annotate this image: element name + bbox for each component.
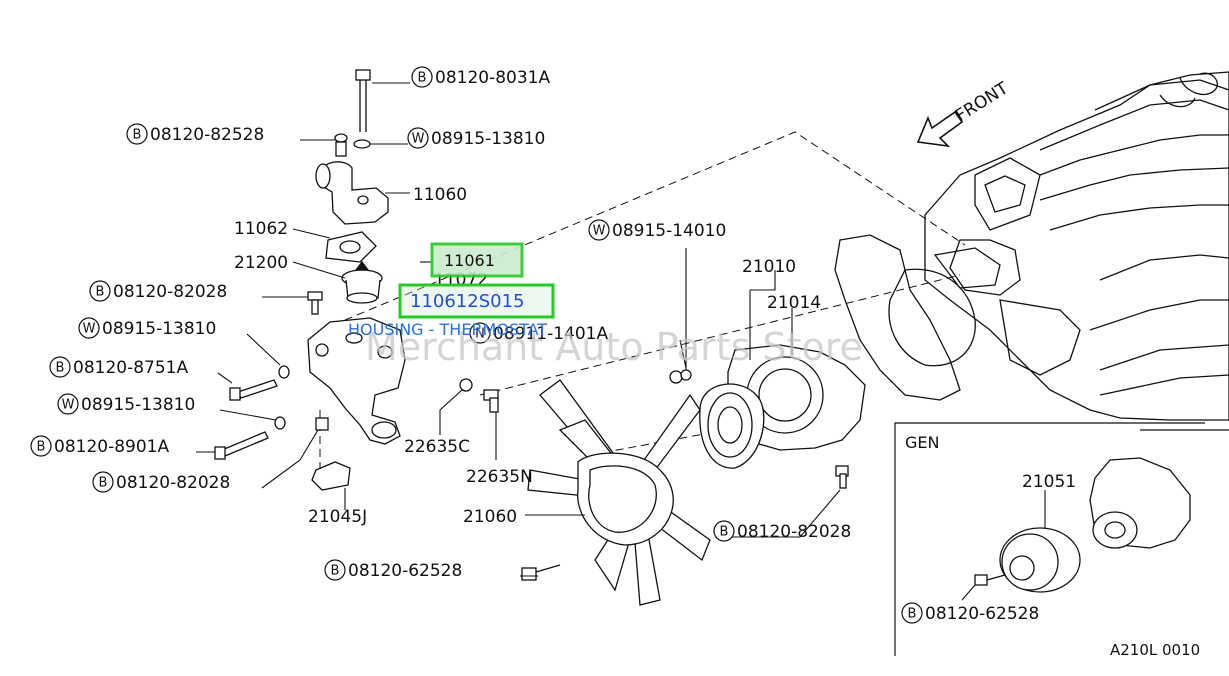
- watermark: Merchant Auto Parts Store: [365, 325, 863, 369]
- leader-lines: [196, 82, 1046, 601]
- fastener-prefix: W: [62, 398, 75, 413]
- fastener-label-3: B 08120-82028: [89, 280, 227, 302]
- part-label-21014: 21014: [767, 293, 821, 313]
- part-label-11060: 11060: [413, 185, 467, 205]
- hover-tooltip: HOUSING - THERMOSTAT: [348, 320, 547, 339]
- fastener-prefix: N: [475, 327, 485, 342]
- fastener-prefix-circle: [407, 127, 429, 149]
- fastener-prefix: W: [83, 322, 96, 337]
- part-label-22635c: 22635C: [404, 437, 470, 457]
- part-label-21045j: 21045J: [308, 507, 367, 527]
- fastener-prefix-circle: [411, 66, 433, 88]
- fastener-label-4: W 08915-13810: [78, 317, 216, 339]
- hotspot-110612s015-label: 110612S015: [410, 291, 525, 312]
- part-label-21010: 21010: [742, 257, 796, 277]
- engine-block-illustration: [834, 71, 1229, 431]
- fastener-prefix: B: [56, 361, 65, 376]
- part-label-21200: 21200: [234, 253, 288, 273]
- fastener-prefix-circle: [30, 435, 52, 457]
- fastener-label-9: B 08120-62528: [324, 559, 462, 581]
- inset-title: GEN: [905, 433, 939, 452]
- fastener-number: 08120-8031A: [435, 68, 550, 88]
- fastener-prefix-circle: [57, 393, 79, 415]
- fastener-label-11: N 08911-1401A: [469, 322, 608, 344]
- fastener-prefix: W: [593, 224, 606, 239]
- fastener-prefix: B: [418, 71, 427, 86]
- fastener-prefix-circle: [78, 317, 100, 339]
- inset-box: [894, 422, 1205, 656]
- fastener-prefix: B: [99, 476, 108, 491]
- figure-code: A210L 0010: [1110, 641, 1200, 659]
- fastener-prefix-circle: [92, 471, 114, 493]
- fastener-prefix-circle: [89, 280, 111, 302]
- fan-blade-illustration: [521, 379, 711, 606]
- fastener-number: 08120-82528: [150, 125, 264, 145]
- fastener-number: 08915-13810: [102, 319, 216, 339]
- fastener-prefix: B: [37, 440, 46, 455]
- fastener-number: 08120-8751A: [73, 358, 188, 378]
- front-arrow-icon: [916, 110, 964, 148]
- thermostat-housing-stack: [214, 69, 499, 491]
- fastener-prefix-circle: [713, 520, 735, 542]
- fastener-number: 08915-14010: [612, 221, 726, 241]
- fastener-prefix-circle: [901, 602, 923, 624]
- fastener-label-6: W 08915-13810: [57, 393, 195, 415]
- fastener-prefix-circle: [126, 123, 148, 145]
- fastener-number: 08911-1401A: [493, 324, 608, 344]
- fastener-prefix-circle: [49, 356, 71, 378]
- fastener-label-7: B 08120-8901A: [30, 435, 169, 457]
- front-direction-label: FRONT: [952, 78, 1012, 126]
- inset-pump-illustration: [974, 457, 1191, 593]
- fastener-prefix: B: [908, 607, 917, 622]
- fastener-prefix-circle: [469, 322, 491, 344]
- fastener-number: 08120-62528: [348, 561, 462, 581]
- hotspot-110612s015[interactable]: 110612S015: [398, 283, 555, 319]
- fastener-label-1: B 08120-82528: [126, 123, 264, 145]
- hotspot-11061[interactable]: 11061: [430, 242, 524, 278]
- fastener-prefix: B: [331, 564, 340, 579]
- fastener-prefix: B: [720, 525, 729, 540]
- fastener-number: 08120-82028: [113, 282, 227, 302]
- fastener-label-2: W 08915-13810: [407, 127, 545, 149]
- part-label-21051: 21051: [1022, 472, 1076, 492]
- fastener-number: 08120-62528: [925, 604, 1039, 624]
- fastener-label-13: B 08120-62528: [901, 602, 1039, 624]
- part-label-11062: 11062: [234, 219, 288, 239]
- fastener-number: 08120-82028: [737, 522, 851, 542]
- fastener-prefix: B: [96, 285, 105, 300]
- fastener-label-0: B 08120-8031A: [411, 66, 550, 88]
- part-label-21060: 21060: [463, 507, 517, 527]
- part-label-22635n: 22635N: [466, 467, 533, 487]
- fastener-number: 08915-13810: [431, 129, 545, 149]
- fastener-label-12: B 08120-82028: [713, 520, 851, 542]
- fastener-number: 08915-13810: [81, 395, 195, 415]
- fastener-number: 08120-82028: [116, 473, 230, 493]
- fastener-prefix: B: [133, 128, 142, 143]
- fastener-number: 08120-8901A: [54, 437, 169, 457]
- fastener-prefix-circle: [588, 219, 610, 241]
- fastener-label-5: B 08120-8751A: [49, 356, 188, 378]
- water-pump-illustration: [669, 344, 866, 489]
- fastener-label-8: B 08120-82028: [92, 471, 230, 493]
- hotspot-11061-label: 11061: [444, 251, 495, 270]
- fastener-label-10: W 08915-14010: [588, 219, 726, 241]
- fastener-prefix-circle: [324, 559, 346, 581]
- fastener-prefix: W: [412, 132, 425, 147]
